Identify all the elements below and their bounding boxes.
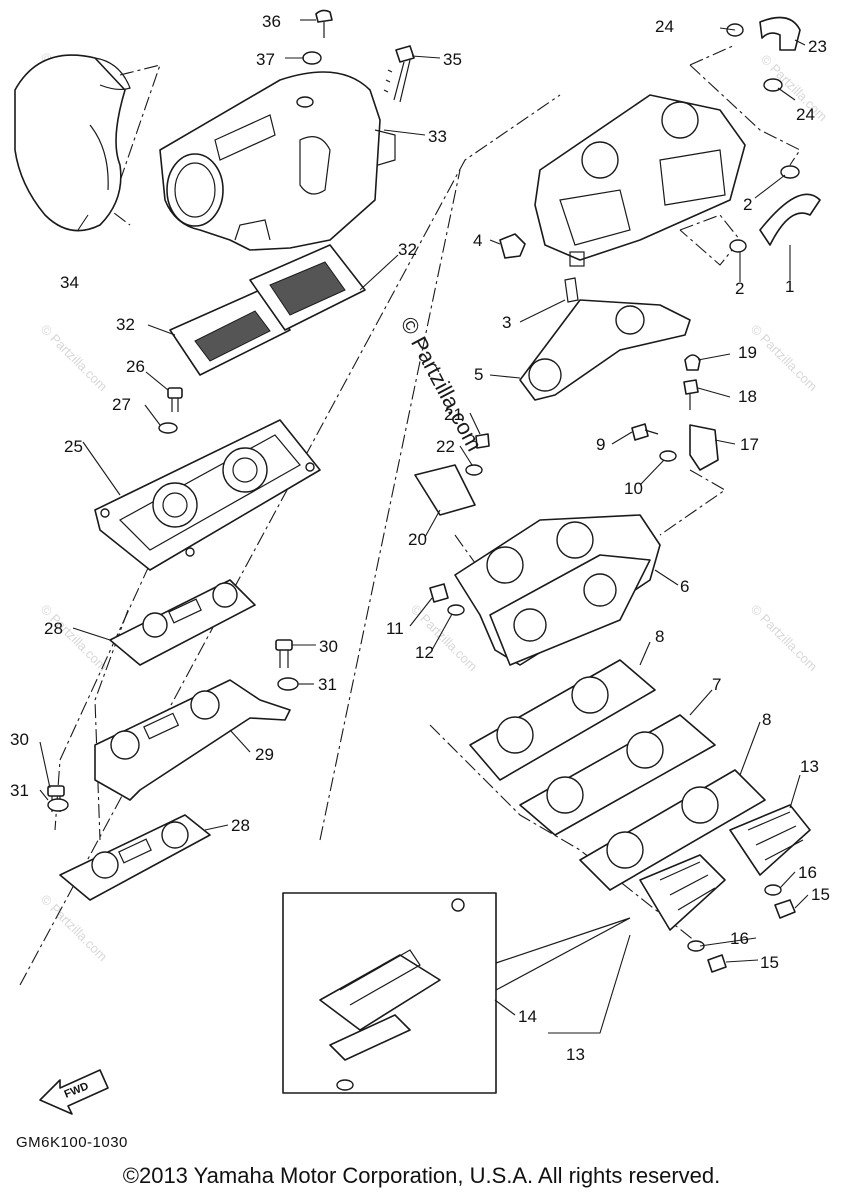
callout-28-a: 28 bbox=[44, 619, 63, 638]
gasket-29 bbox=[94, 679, 291, 801]
callout-21: 21 bbox=[444, 405, 463, 424]
callout-10: 10 bbox=[624, 479, 643, 498]
small-hardware bbox=[414, 354, 719, 616]
reed-valve-detail-inset bbox=[282, 892, 631, 1094]
callout-9: 9 bbox=[596, 435, 605, 454]
callout-19: 19 bbox=[738, 343, 757, 362]
callout-3: 3 bbox=[502, 313, 511, 332]
callout-2-a: 2 bbox=[743, 195, 752, 214]
callout-33: 33 bbox=[428, 127, 447, 146]
intake-manifold bbox=[454, 514, 661, 666]
bolt-washer-26-27 bbox=[158, 387, 183, 434]
reed-valves bbox=[639, 804, 811, 973]
gasket-28-upper bbox=[109, 579, 256, 666]
housing-fasteners bbox=[302, 9, 415, 103]
callout-8-a: 8 bbox=[655, 627, 664, 646]
fuel-hoses bbox=[726, 16, 821, 253]
diagram-code: GM6K100-1030 bbox=[16, 1134, 128, 1151]
callout-32-b: 32 bbox=[116, 315, 135, 334]
watermark-text: © Partzilla.com bbox=[748, 602, 821, 675]
callout-16-b: 16 bbox=[730, 929, 749, 948]
callout-13-b: 13 bbox=[566, 1045, 585, 1064]
callout-16-a: 16 bbox=[798, 863, 817, 882]
callout-17: 17 bbox=[740, 435, 759, 454]
callout-34: 34 bbox=[60, 273, 79, 292]
callout-23: 23 bbox=[808, 37, 827, 56]
callout-labels: 36 37 35 33 34 32 32 26 27 25 28 30 31 2… bbox=[10, 12, 830, 1064]
watermark-text: © Partzilla.com bbox=[748, 322, 821, 395]
callout-8-b: 8 bbox=[762, 710, 771, 729]
nut-stud-3-4 bbox=[499, 233, 579, 303]
callout-15-b: 15 bbox=[760, 953, 779, 972]
callout-15-a: 15 bbox=[811, 885, 830, 904]
callout-27: 27 bbox=[112, 395, 131, 414]
spacer-plate bbox=[519, 299, 691, 401]
callout-2-b: 2 bbox=[735, 279, 744, 298]
callout-14: 14 bbox=[518, 1007, 537, 1026]
callout-30-b: 30 bbox=[10, 730, 29, 749]
watermark-text: © Partzilla.com bbox=[38, 892, 111, 965]
callout-7: 7 bbox=[712, 675, 721, 694]
callout-26: 26 bbox=[126, 357, 145, 376]
callout-31-b: 31 bbox=[10, 781, 29, 800]
callout-20: 20 bbox=[408, 530, 427, 549]
manifold-gaskets bbox=[469, 659, 766, 891]
callout-13-a: 13 bbox=[800, 757, 819, 776]
watermark-text: © Partzilla.com bbox=[38, 322, 111, 395]
callout-24-a: 24 bbox=[655, 17, 674, 36]
flame-arrester-base bbox=[94, 419, 321, 571]
callout-6: 6 bbox=[680, 577, 689, 596]
callout-24-b: 24 bbox=[796, 105, 815, 124]
filter-screens bbox=[169, 244, 366, 376]
carburetor-assembly bbox=[534, 94, 746, 267]
callout-5: 5 bbox=[474, 365, 483, 384]
callout-22: 22 bbox=[436, 437, 455, 456]
callout-12: 12 bbox=[415, 643, 434, 662]
watermark-text: © Partzilla.com bbox=[408, 602, 481, 675]
callout-28-b: 28 bbox=[231, 816, 250, 835]
callout-1: 1 bbox=[785, 277, 794, 296]
leader-lines bbox=[39, 19, 809, 1034]
callout-31-a: 31 bbox=[318, 675, 337, 694]
callout-32-a: 32 bbox=[398, 240, 417, 259]
callout-4: 4 bbox=[473, 231, 482, 250]
flame-arrester-housing bbox=[159, 71, 396, 251]
callout-25: 25 bbox=[64, 437, 83, 456]
callout-30-a: 30 bbox=[319, 637, 338, 656]
fwd-arrow-icon: FWD bbox=[39, 1069, 109, 1115]
intake-duct bbox=[14, 54, 131, 232]
gasket-28-lower bbox=[59, 814, 211, 901]
callout-29: 29 bbox=[255, 745, 274, 764]
callout-36: 36 bbox=[262, 12, 281, 31]
copyright-notice: ©2013 Yamaha Motor Corporation, U.S.A. A… bbox=[122, 1163, 721, 1188]
callout-35: 35 bbox=[443, 50, 462, 69]
callout-37: 37 bbox=[256, 50, 275, 69]
callout-11: 11 bbox=[386, 619, 404, 638]
callout-18: 18 bbox=[738, 387, 757, 406]
